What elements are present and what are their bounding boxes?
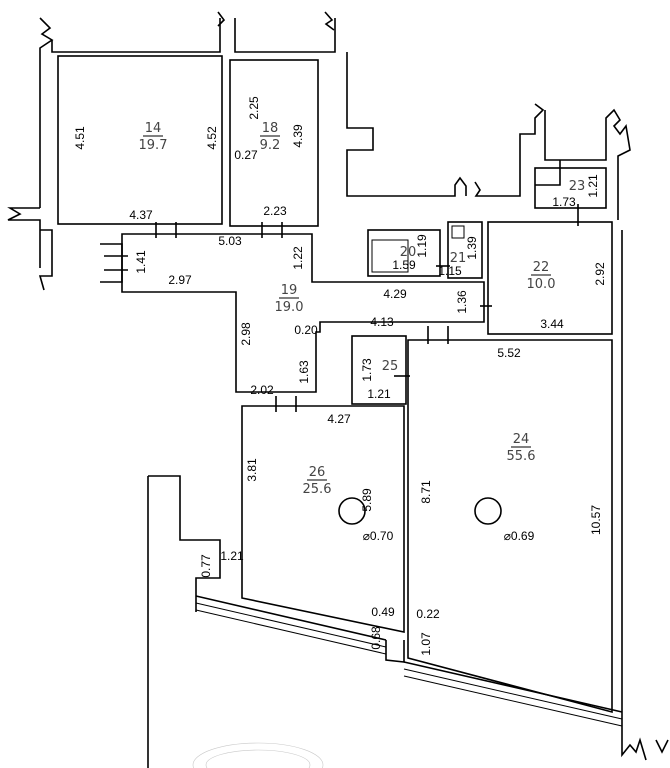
room-24-id: 24	[513, 432, 530, 447]
walls	[7, 11, 669, 768]
dim-24-right: 10.57	[589, 505, 603, 535]
dim-bottom-left-a: 0.77	[199, 554, 213, 578]
room-18-outline	[229, 59, 319, 227]
dimension-labels: 4.51 4.52 4.37 2.25 0.27 4.39 2.23 5.03 …	[73, 96, 607, 656]
room-19-id: 19	[281, 283, 298, 298]
room-18-area: 9.2	[260, 138, 281, 153]
room-23-outline	[534, 167, 607, 209]
dim-corr-b2: 4.29	[383, 287, 407, 301]
dim-20-a: 1.19	[415, 234, 429, 258]
dim-corr-e: 4.13	[370, 315, 394, 329]
dim-corr-left: 1.41	[134, 250, 148, 274]
dim-14-left: 4.51	[73, 126, 87, 150]
dim-24-d: 1.07	[419, 632, 433, 656]
dim-26-right: 5.89	[360, 488, 374, 512]
room-19-area: 19.0	[275, 300, 304, 315]
dim-25-a: 1.73	[360, 358, 374, 382]
dim-20-b: 1.59	[392, 258, 416, 272]
dim-corr-c: 2.98	[239, 322, 253, 346]
dim-18-bottom: 2.23	[263, 204, 287, 218]
dim-corr-f: 1.63	[297, 360, 311, 384]
column-26	[338, 497, 366, 525]
dim-26-c: 0.49	[371, 605, 395, 619]
room-24-area: 55.6	[507, 449, 536, 464]
dim-corr-h: 1.36	[455, 290, 469, 314]
room-20-id: 20	[400, 245, 417, 260]
room-22-id: 22	[533, 260, 550, 275]
dim-22-right: 2.92	[593, 262, 607, 286]
dim-26-column: ⌀0.70	[363, 529, 394, 543]
room-26-area: 25.6	[303, 482, 332, 497]
column-24	[474, 497, 502, 525]
room-22-outline	[487, 221, 613, 335]
dim-corr-g: 2.02	[250, 383, 274, 397]
dim-bottom-left-b: 1.21	[220, 549, 244, 563]
room-22-area: 10.0	[527, 277, 556, 292]
dim-26-top: 4.27	[327, 412, 351, 426]
room-14-outline	[57, 55, 223, 225]
dim-corr-top: 5.03	[218, 234, 242, 248]
room-14-id: 14	[145, 121, 162, 136]
dim-22-bottom: 3.44	[540, 317, 564, 331]
dim-24-top: 5.52	[497, 346, 521, 360]
dim-24-column: ⌀0.69	[504, 529, 535, 543]
dim-26-left: 3.81	[245, 458, 259, 482]
room-19-outline	[121, 233, 485, 393]
dim-24-c: 0.22	[416, 607, 440, 621]
dim-21-b: 1.39	[465, 236, 479, 260]
dim-corr-mid: 1.22	[291, 246, 305, 270]
room-21-outline	[447, 221, 483, 279]
dim-23-b: 1.21	[586, 174, 600, 198]
room-21-id: 21	[450, 251, 467, 266]
dim-18-a: 2.25	[247, 96, 261, 120]
dim-26-d: 0.68	[369, 626, 383, 650]
dim-18-c: 4.39	[291, 124, 305, 148]
room-23-id: 23	[569, 179, 586, 194]
room-18-id: 18	[262, 121, 279, 136]
dim-25-b: 1.21	[367, 387, 391, 401]
room-25-outline	[351, 335, 407, 405]
room-26-outline	[241, 405, 405, 633]
dim-14-right: 4.52	[205, 126, 219, 150]
dim-corr-d: 0.20	[294, 323, 318, 337]
room-25-id: 25	[382, 359, 399, 374]
dim-23-a: 1.73	[552, 195, 576, 209]
room-labels: 14 19.7 18 9.2 19 19.0 20 21 22 10.0 23 …	[139, 121, 586, 497]
dim-18-b: 0.27	[234, 148, 258, 162]
room-24-outline	[407, 339, 613, 714]
dim-14-bottom: 4.37	[129, 208, 153, 222]
dim-21-a: 1.15	[438, 264, 462, 278]
dim-corr-b1: 2.97	[168, 273, 192, 287]
door-marks	[104, 204, 579, 412]
faint-stamp	[192, 742, 324, 768]
room-14-area: 19.7	[139, 138, 168, 153]
dim-24-left: 8.71	[419, 480, 433, 504]
room-26-id: 26	[309, 465, 326, 480]
